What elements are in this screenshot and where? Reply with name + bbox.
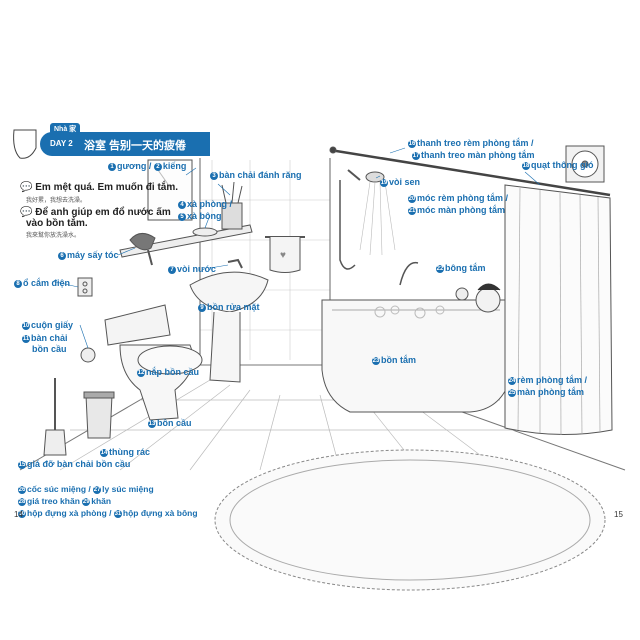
category-tag: Nhà 家 bbox=[50, 123, 81, 135]
label-toilet-brush-2: bồn cầu bbox=[32, 344, 67, 354]
day-title: 浴室 告别一天的疲倦 bbox=[84, 140, 187, 152]
phrase-2-line2: vào bồn tắm. bbox=[26, 218, 88, 229]
page-number-right: 15 bbox=[614, 510, 623, 519]
phrase-2-zh: 我來幫你放洗澡水。 bbox=[26, 233, 81, 239]
svg-text:♥: ♥ bbox=[280, 250, 286, 261]
phrase-1: 💬 Em mệt quá. Em muốn đi tắm. bbox=[20, 182, 179, 193]
phrase-2: 💬 Để anh giúp em đổ nước ấm bbox=[20, 207, 171, 218]
speech-icon: 💬 bbox=[20, 207, 36, 218]
day-header-bar: DAY 2 浴室 告别一天的疲倦 bbox=[40, 132, 210, 156]
page-number-left: 14 bbox=[14, 510, 23, 519]
speech-icon: 💬 bbox=[20, 182, 36, 193]
phrase-1-zh: 我好累，我想去洗澡。 bbox=[26, 198, 87, 204]
day-number: DAY 2 bbox=[50, 139, 73, 148]
